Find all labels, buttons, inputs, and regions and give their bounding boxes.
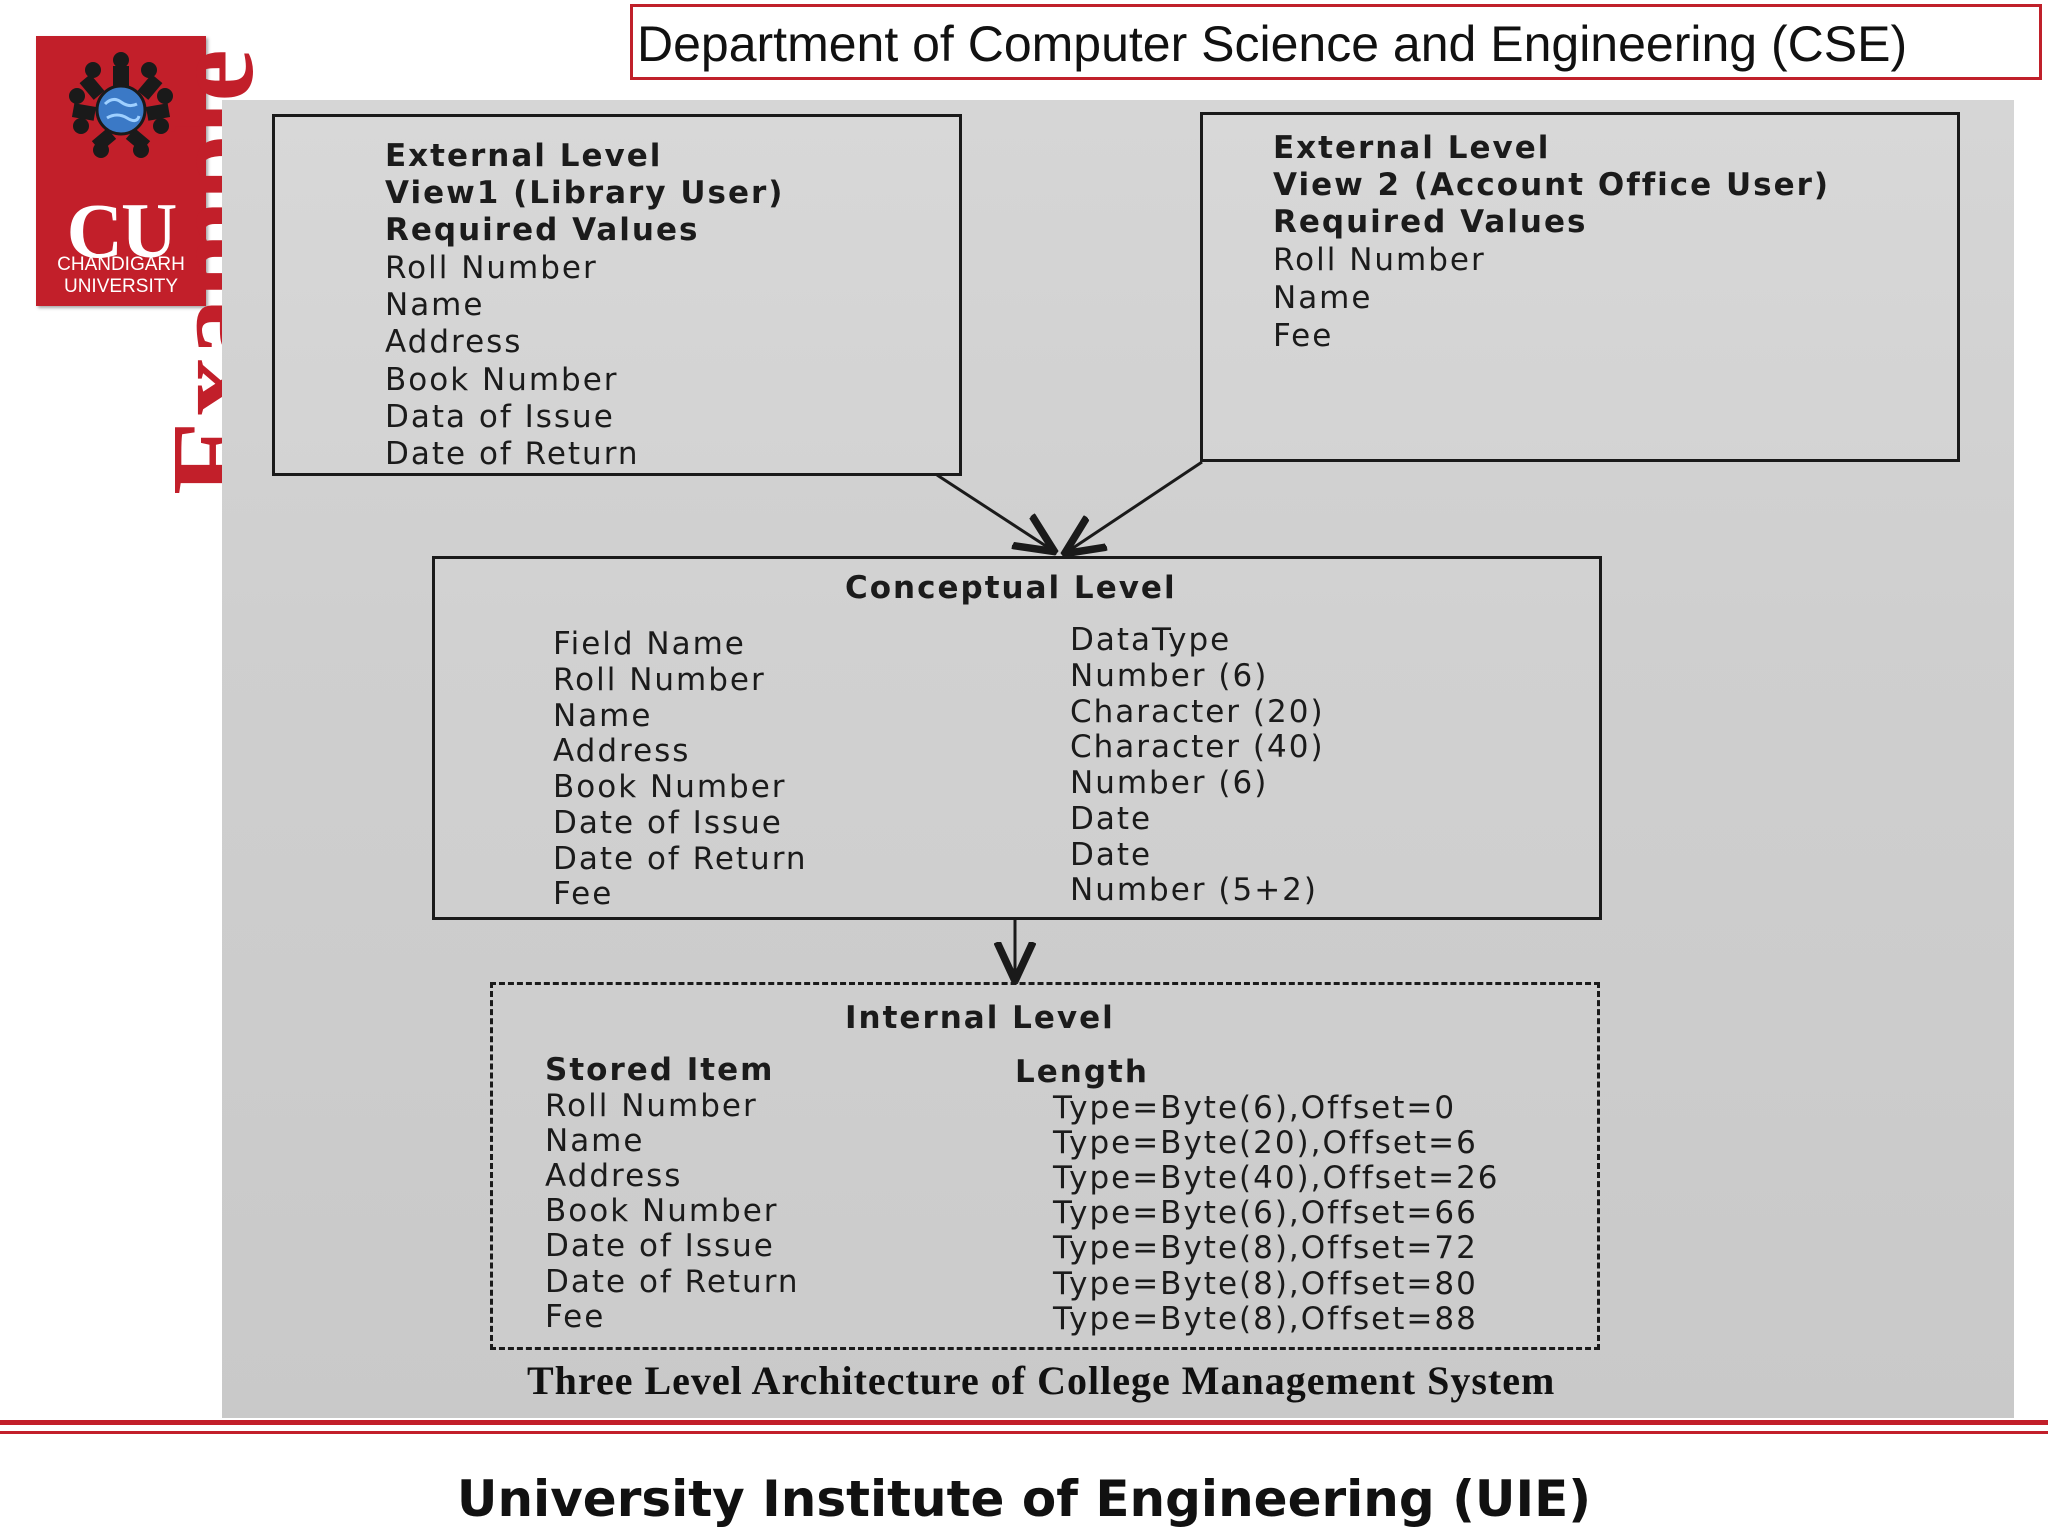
internal-item: Date of Issue [545,1228,775,1264]
conceptual-col-type-header: DataType [1070,622,1232,658]
conceptual-field: Address [553,733,691,769]
cu-emblem-icon [69,52,173,158]
conceptual-type: Date [1070,837,1153,873]
view2-level: External Level [1273,130,1551,166]
view1-field: Data of Issue [385,399,615,435]
scanned-diagram: External Level View1 (Library User) Requ… [222,100,2014,1418]
view1-level: External Level [385,138,663,174]
view2-field: Fee [1273,318,1334,354]
internal-length: Type=Byte(8),Offset=80 [1053,1266,1478,1302]
conceptual-field: Name [553,698,653,734]
internal-item: Fee [545,1299,606,1335]
internal-length: Type=Byte(8),Offset=72 [1053,1230,1478,1266]
external-view2-box: External Level View 2 (Account Office Us… [1200,112,1960,462]
internal-title: Internal Level [845,1000,1115,1036]
view2-field: Roll Number [1273,242,1486,278]
logo-abbreviation: CU [66,187,178,274]
conceptual-type: Character (40) [1070,729,1325,765]
conceptual-field: Fee [553,876,614,912]
conceptual-field: Book Number [553,769,787,805]
logo-line-2: UNIVERSITY [63,276,179,297]
conceptual-title: Conceptual Level [845,570,1177,606]
internal-item: Roll Number [545,1088,758,1124]
internal-length: Type=Byte(20),Offset=6 [1053,1125,1478,1161]
view1-field: Name [385,287,485,323]
connector-arrows [936,460,1203,1418]
internal-length: Type=Byte(6),Offset=0 [1053,1090,1457,1126]
conceptual-type: Number (6) [1070,765,1269,801]
view1-required: Required Values [385,212,700,248]
internal-item: Name [545,1123,645,1159]
conceptual-type: Date [1070,801,1153,837]
view1-name: View1 (Library User) [385,175,785,211]
view2-field: Name [1273,280,1373,316]
internal-col-item-header: Stored Item [545,1052,775,1088]
conceptual-field: Roll Number [553,662,766,698]
department-title: Department of Computer Science and Engin… [637,16,1908,72]
conceptual-field: Date of Issue [553,805,783,841]
view1-field: Date of Return [385,436,640,472]
internal-item: Book Number [545,1193,779,1229]
conceptual-level-box: Conceptual Level Field Name DataType Rol… [432,556,1602,920]
department-banner: Department of Computer Science and Engin… [630,4,2042,80]
view1-field: Book Number [385,362,619,398]
view2-required: Required Values [1273,204,1588,240]
conceptual-type: Number (6) [1070,658,1269,694]
view1-field: Roll Number [385,250,598,286]
external-view1-box: External Level View1 (Library User) Requ… [272,114,962,476]
logo-university-name: CHANDIGARH UNIVERSITY [36,254,206,298]
conceptual-type: Number (5+2) [1070,872,1318,908]
internal-col-length-header: Length [1015,1054,1149,1090]
internal-length: Type=Byte(40),Offset=26 [1053,1160,1500,1196]
internal-item: Date of Return [545,1264,800,1300]
logo-line-1: CHANDIGARH [57,254,185,275]
conceptual-type: Character (20) [1070,694,1325,730]
internal-length: Type=Byte(8),Offset=88 [1053,1301,1478,1337]
footer-rule-top [0,1420,2048,1425]
conceptual-col-field-header: Field Name [553,626,746,662]
university-logo: CU CHANDIGARH UNIVERSITY [36,36,206,306]
arrow-view2-to-conceptual [1067,460,1203,552]
conceptual-field: Date of Return [553,841,808,877]
arrow-view1-to-conceptual [936,473,1052,550]
view1-field: Address [385,324,523,360]
internal-length: Type=Byte(6),Offset=66 [1053,1195,1478,1231]
internal-item: Address [545,1158,683,1194]
footer-rule-bottom [0,1431,2048,1434]
internal-level-box: Internal Level Stored Item Length Roll N… [490,982,1600,1350]
institute-footer: University Institute of Engineering (UIE… [456,1470,1592,1528]
diagram-caption: Three Level Architecture of College Mana… [527,1358,1556,1403]
view2-name: View 2 (Account Office User) [1273,167,1831,203]
